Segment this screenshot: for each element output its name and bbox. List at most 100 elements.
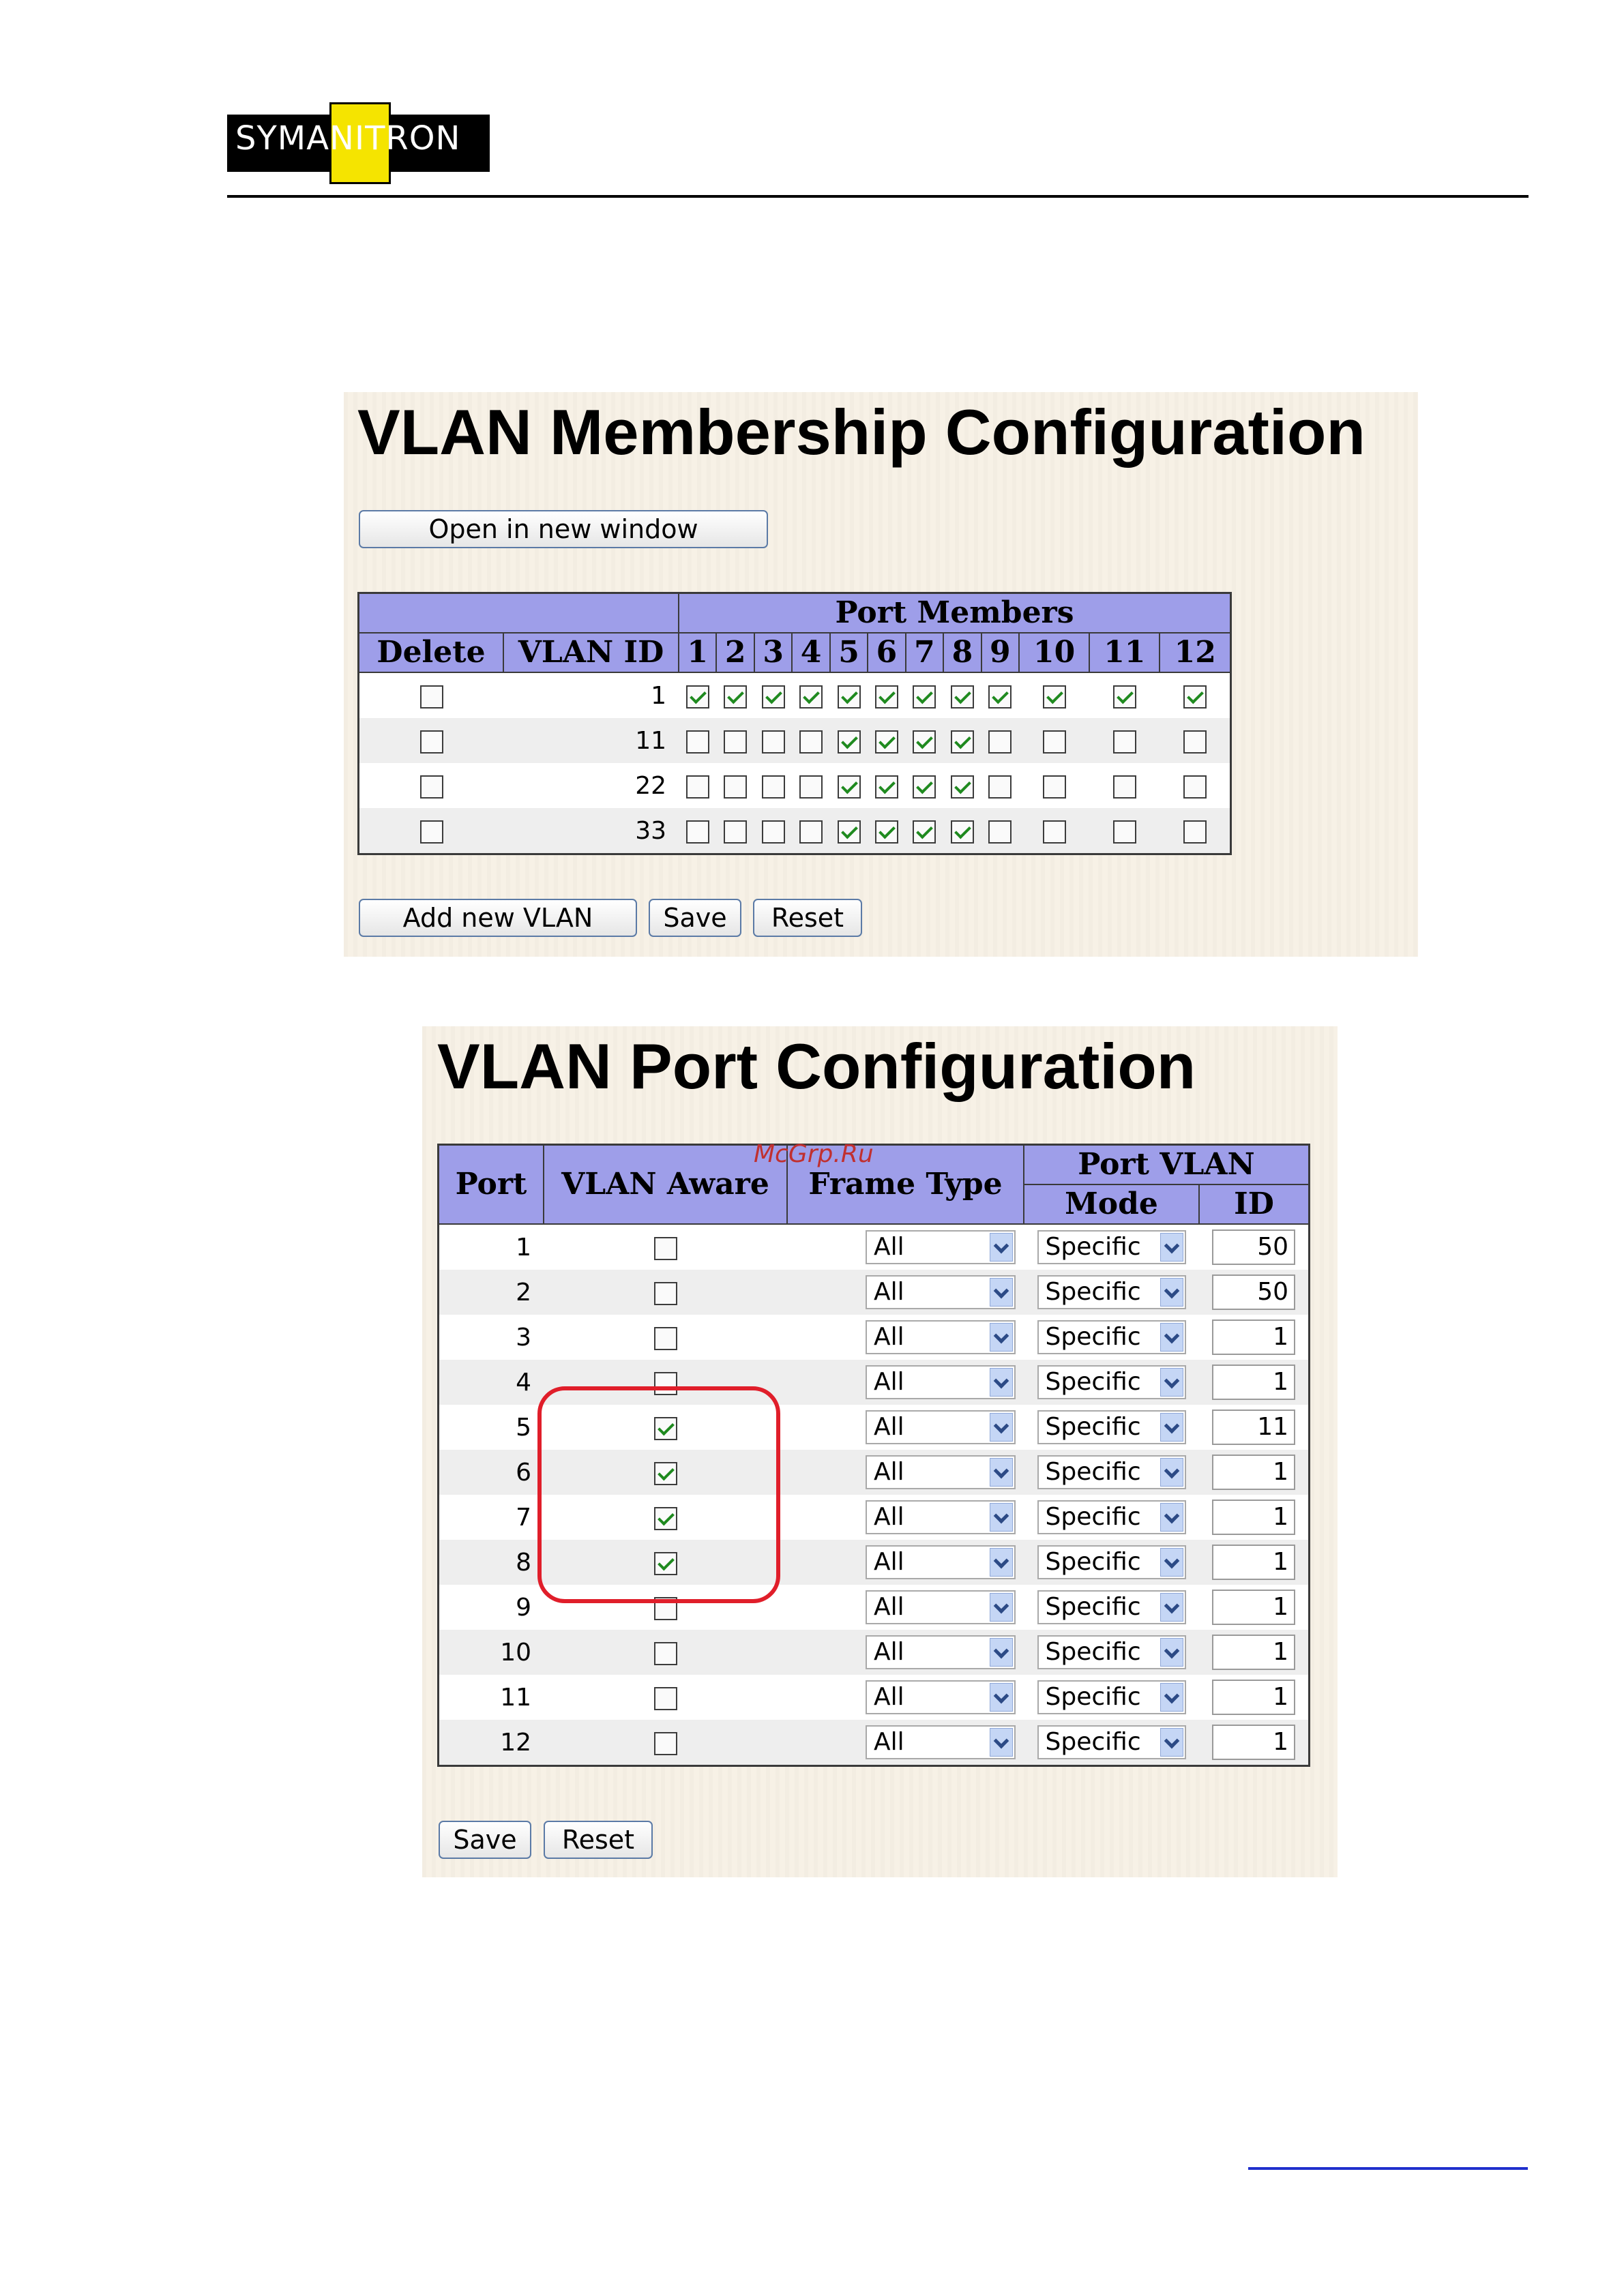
pvid-input[interactable]: 1 [1212,1545,1295,1580]
vlan-aware-checkbox[interactable] [653,1281,677,1305]
frame-type-select[interactable]: All [866,1725,1016,1759]
port-member-checkbox[interactable] [1183,730,1207,754]
vlan-aware-checkbox[interactable] [653,1461,677,1485]
vlan-aware-checkbox[interactable] [653,1371,677,1395]
mode-select[interactable]: Specific [1037,1500,1186,1534]
port-member-checkbox[interactable] [685,775,709,799]
frame-type-select[interactable]: All [866,1410,1016,1444]
pvid-input[interactable]: 50 [1212,1229,1295,1265]
mode-select[interactable]: Specific [1037,1725,1186,1759]
port-member-checkbox[interactable] [913,685,936,709]
port-member-checkbox[interactable] [761,775,785,799]
frame-type-select[interactable]: All [866,1590,1016,1624]
port-member-checkbox[interactable] [950,730,974,754]
mode-select[interactable]: Specific [1037,1230,1186,1264]
mode-select[interactable]: Specific [1037,1320,1186,1354]
port-member-checkbox[interactable] [913,730,936,754]
vlan-aware-checkbox[interactable] [653,1506,677,1530]
port-reset-button[interactable]: Reset [544,1821,653,1859]
frame-type-select[interactable]: All [866,1500,1016,1534]
port-member-checkbox[interactable] [799,685,823,709]
pvid-input[interactable]: 11 [1212,1410,1295,1445]
mode-select[interactable]: Specific [1037,1275,1186,1309]
port-member-checkbox[interactable] [913,775,936,799]
frame-type-select[interactable]: All [866,1635,1016,1669]
pvid-input[interactable]: 1 [1212,1365,1295,1400]
port-member-checkbox[interactable] [913,820,936,844]
mode-select[interactable]: Specific [1037,1635,1186,1669]
port-member-checkbox[interactable] [761,820,785,844]
delete-checkbox[interactable] [419,820,443,844]
port-member-checkbox[interactable] [685,685,709,709]
port-member-checkbox[interactable] [724,685,748,709]
port-member-checkbox[interactable] [950,685,974,709]
vlan-aware-checkbox[interactable] [653,1641,677,1665]
delete-checkbox[interactable] [419,730,443,754]
vlan-aware-checkbox[interactable] [653,1551,677,1575]
port-member-checkbox[interactable] [950,775,974,799]
footer-link-line[interactable] [1248,2167,1528,2170]
frame-type-select[interactable]: All [866,1275,1016,1309]
membership-save-button[interactable]: Save [649,899,741,937]
frame-type-select[interactable]: All [866,1545,1016,1579]
port-member-checkbox[interactable] [988,820,1012,844]
port-member-checkbox[interactable] [1112,685,1136,709]
frame-type-select[interactable]: All [866,1365,1016,1399]
port-member-checkbox[interactable] [799,775,823,799]
pvid-input[interactable]: 1 [1212,1635,1295,1670]
port-member-checkbox[interactable] [1183,820,1207,844]
port-member-checkbox[interactable] [724,775,748,799]
port-member-checkbox[interactable] [1183,775,1207,799]
port-member-checkbox[interactable] [837,685,861,709]
pvid-input[interactable]: 1 [1212,1320,1295,1355]
mode-select[interactable]: Specific [1037,1455,1186,1489]
frame-type-select[interactable]: All [866,1455,1016,1489]
port-member-checkbox[interactable] [1183,685,1207,709]
port-member-checkbox[interactable] [874,775,898,799]
mode-select[interactable]: Specific [1037,1545,1186,1579]
pvid-input[interactable]: 1 [1212,1680,1295,1715]
open-new-window-button[interactable]: Open in new window [359,510,768,548]
vlan-aware-checkbox[interactable] [653,1236,677,1260]
port-member-checkbox[interactable] [837,775,861,799]
port-member-checkbox[interactable] [761,685,785,709]
vlan-aware-checkbox[interactable] [653,1686,677,1710]
port-member-checkbox[interactable] [1042,685,1066,709]
vlan-aware-checkbox[interactable] [653,1731,677,1755]
port-member-checkbox[interactable] [950,820,974,844]
port-member-checkbox[interactable] [799,730,823,754]
port-member-checkbox[interactable] [988,730,1012,754]
pvid-input[interactable]: 1 [1212,1500,1295,1535]
mode-select[interactable]: Specific [1037,1365,1186,1399]
port-member-checkbox[interactable] [874,730,898,754]
port-member-checkbox[interactable] [761,730,785,754]
port-member-checkbox[interactable] [1112,775,1136,799]
delete-checkbox[interactable] [419,685,443,709]
frame-type-select[interactable]: All [866,1320,1016,1354]
port-member-checkbox[interactable] [799,820,823,844]
port-member-checkbox[interactable] [1112,730,1136,754]
vlan-aware-checkbox[interactable] [653,1416,677,1440]
mode-select[interactable]: Specific [1037,1410,1186,1444]
port-save-button[interactable]: Save [439,1821,531,1859]
port-member-checkbox[interactable] [874,820,898,844]
port-member-checkbox[interactable] [685,820,709,844]
add-vlan-button[interactable]: Add new VLAN [359,899,637,937]
port-member-checkbox[interactable] [1112,820,1136,844]
membership-reset-button[interactable]: Reset [753,899,862,937]
pvid-input[interactable]: 1 [1212,1590,1295,1625]
port-member-checkbox[interactable] [874,685,898,709]
pvid-input[interactable]: 50 [1212,1274,1295,1310]
mode-select[interactable]: Specific [1037,1590,1186,1624]
port-member-checkbox[interactable] [724,820,748,844]
port-member-checkbox[interactable] [837,730,861,754]
port-member-checkbox[interactable] [685,730,709,754]
port-member-checkbox[interactable] [1042,820,1066,844]
port-member-checkbox[interactable] [837,820,861,844]
mode-select[interactable]: Specific [1037,1680,1186,1714]
pvid-input[interactable]: 1 [1212,1725,1295,1760]
port-member-checkbox[interactable] [724,730,748,754]
frame-type-select[interactable]: All [866,1230,1016,1264]
vlan-aware-checkbox[interactable] [653,1326,677,1350]
pvid-input[interactable]: 1 [1212,1455,1295,1490]
